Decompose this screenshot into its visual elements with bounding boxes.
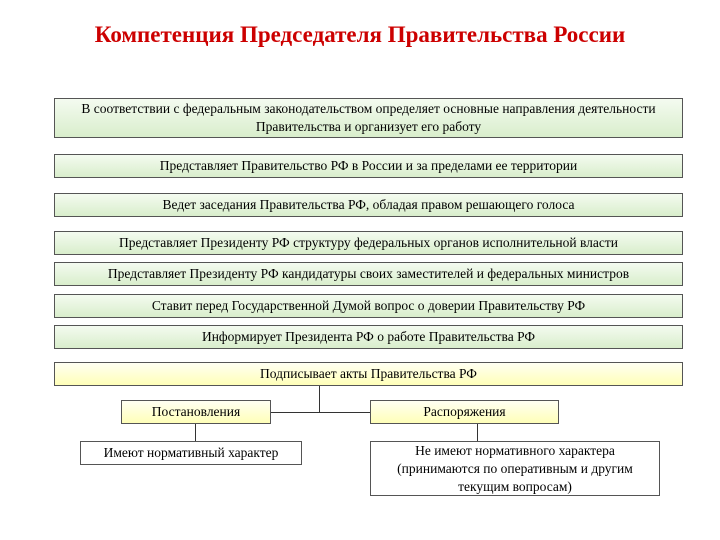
sign-acts-box: Подписывает акты Правительства РФ [54, 362, 683, 386]
power-box-6: Ставит перед Государственной Думой вопро… [54, 294, 683, 318]
connector-right-down [477, 424, 478, 441]
orders-description: Не имеют нормативного характера (принима… [370, 441, 660, 496]
decrees-description: Имеют нормативный характер [80, 441, 302, 465]
power-box-5: Представляет Президенту РФ кандидатуры с… [54, 262, 683, 286]
power-box-2: Представляет Правительство РФ в России и… [54, 154, 683, 178]
power-box-3: Ведет заседания Правительства РФ, облада… [54, 193, 683, 217]
page-title: Компетенция Председателя Правительства Р… [94, 22, 626, 47]
decrees-box: Постановления [121, 400, 271, 424]
connector-left-down [195, 424, 196, 441]
connector-horizontal [271, 412, 370, 413]
connector-main-vertical [319, 386, 320, 413]
power-box-4: Представляет Президенту РФ структуру фед… [54, 231, 683, 255]
power-box-7: Информирует Президента РФ о работе Прави… [54, 325, 683, 349]
orders-box: Распоряжения [370, 400, 559, 424]
power-box-1: В соответствии с федеральным законодател… [54, 98, 683, 138]
